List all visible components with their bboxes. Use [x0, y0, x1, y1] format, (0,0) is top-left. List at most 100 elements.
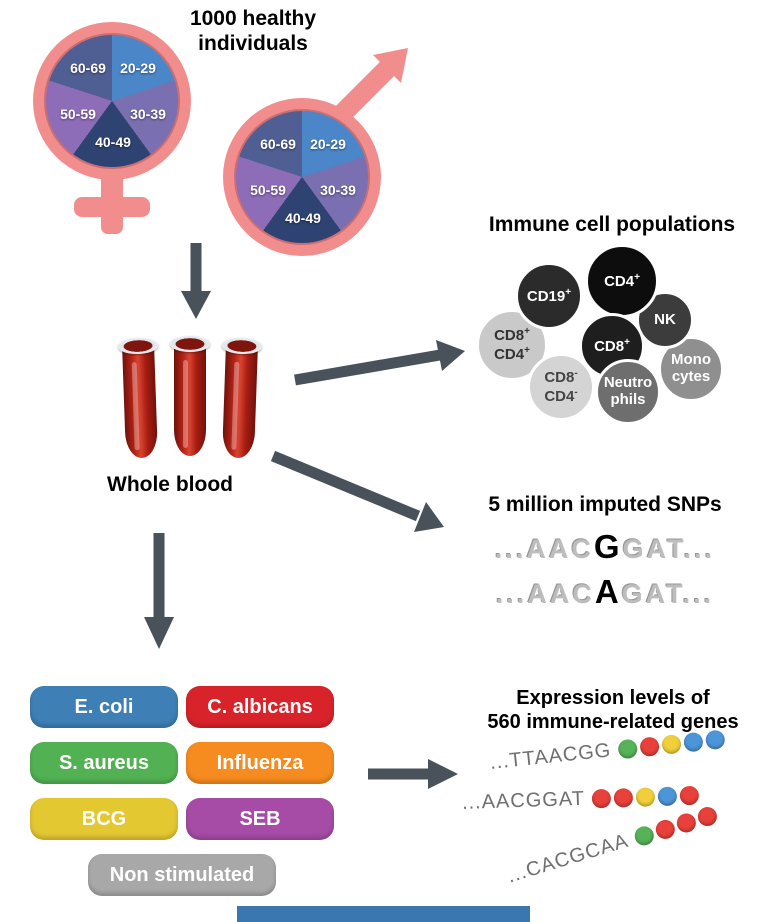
red-bead	[679, 785, 700, 806]
blood-tube-body	[222, 345, 258, 459]
cell-label-line: Mono	[671, 351, 711, 369]
age-slice-label: 20-29	[120, 60, 156, 76]
snp-allele: G	[593, 528, 623, 565]
cell-label-line: NK	[654, 310, 676, 328]
cell-label-line: CD4+	[604, 272, 640, 291]
cell-label-text: CD8	[494, 327, 525, 345]
cell-label-sup: +	[524, 345, 530, 356]
red-bead	[639, 736, 660, 758]
gene-sequence-text: ...CACGCAA	[504, 829, 632, 888]
cell-circle-cd4: CD4+	[585, 244, 659, 318]
snp-allele: A	[594, 573, 622, 610]
arrow-blood-to-snps	[270, 450, 444, 532]
cohort-title-line2: individuals	[198, 32, 308, 56]
expression-title-line1: Expression levels of	[516, 687, 710, 709]
female-symbol: 20-29 30-39 40-49 50-59 60-69	[33, 22, 191, 180]
female-age-pie-chart: 20-29 30-39 40-49 50-59 60-69	[44, 33, 180, 169]
age-slice-label: 20-29	[310, 136, 346, 152]
stimulus-ecoli: E. coli	[30, 686, 178, 728]
male-age-pie-chart: 20-29 30-39 40-49 50-59 60-69	[234, 109, 370, 245]
blood-tube	[170, 336, 210, 462]
cell-label-line: CD8-	[544, 368, 577, 387]
cell-circle-nk: NK	[636, 291, 694, 349]
age-slice-label: 60-69	[70, 60, 106, 76]
age-slice-label: 30-39	[130, 106, 166, 122]
cell-label-line: CD8+	[594, 337, 630, 356]
cell-circle-monocytes: Mono cytes	[658, 336, 724, 402]
snp-seq-post: GAT...	[621, 579, 715, 609]
blue-bead	[682, 731, 704, 753]
gene-sequence-text: ...TTAACGG	[488, 739, 613, 774]
arrow-blood-to-cells	[294, 340, 465, 386]
stimulus-saureus: S. aureus	[30, 742, 178, 784]
green-bead	[632, 824, 656, 848]
cell-label-sup: -	[574, 368, 578, 380]
stimulus-calbicans: C. albicans	[186, 686, 334, 728]
arrow-blood-to-stimuli	[144, 533, 174, 649]
gene-sequence-text: ...AACGGAT	[461, 787, 586, 814]
cohort-title-line1: 1000 healthy	[189, 7, 317, 30]
cell-label-line: CD19+	[527, 287, 571, 306]
bottom-blue-strip	[237, 906, 530, 922]
cell-label-text: CD8	[594, 337, 625, 355]
cell-label-line: phils	[610, 391, 646, 408]
snp-seq-pre: ...AAC	[495, 579, 595, 609]
male-symbol: 20-29 30-39 40-49 50-59 60-69	[223, 98, 381, 256]
snp-seq-pre: ...AAC	[494, 534, 594, 564]
age-slice-label: 40-49	[285, 210, 321, 226]
cell-label-text: CD8	[544, 369, 575, 387]
cell-label-sup: +	[634, 271, 640, 283]
tube-shine	[183, 360, 188, 448]
stimulus-seb: SEB	[186, 798, 334, 840]
age-slice-label: 50-59	[60, 106, 96, 122]
red-bead	[674, 811, 698, 835]
snps-title: 5 million imputed SNPs	[488, 493, 722, 516]
red-bead	[653, 817, 677, 842]
red-bead	[695, 804, 719, 829]
cell-circle-cd19: CD19+	[515, 262, 583, 330]
red-bead	[613, 788, 634, 808]
cell-label-line: CD8+	[494, 326, 530, 345]
cell-circle-neutrophils: Neutro phils	[595, 359, 661, 425]
snp-sequence-2: ...AACAGAT...	[450, 573, 760, 611]
arrow-cohort-to-blood	[181, 243, 211, 319]
red-bead	[591, 788, 612, 809]
blue-bead	[657, 786, 678, 807]
expression-title: Expression levels of 560 immune-related …	[455, 686, 771, 734]
cell-label-text: CD4	[494, 346, 525, 363]
age-slice-label: 50-59	[250, 182, 286, 198]
snp-sequence-1: ...AACGGAT...	[450, 528, 760, 566]
whole-blood-label: Whole blood	[107, 473, 233, 496]
expression-title-line2: 560 immune-related genes	[487, 711, 739, 733]
age-slice-label: 40-49	[95, 134, 131, 150]
cell-circle-cd8neg-cd4neg: CD8- CD4-	[527, 353, 595, 421]
blood-tube	[117, 337, 162, 464]
male-symbol-arrow	[332, 48, 408, 124]
cell-label-sup: +	[524, 326, 530, 338]
stimulus-nonstim: Non stimulated	[88, 854, 276, 896]
cell-label-sup: -	[574, 387, 578, 398]
blood-tube	[218, 337, 263, 464]
cohort-title: 1000 healthy individuals	[158, 6, 348, 56]
blue-bead	[704, 729, 726, 751]
snp-sequences: ...AACGGAT... ...AACAGAT...	[450, 528, 760, 618]
age-slice-label: 30-39	[320, 182, 356, 198]
cell-label-text: CD19	[526, 287, 566, 305]
gene-expression-beads	[589, 785, 700, 809]
gene-sequence-row-2: ...AACGGAT	[462, 784, 700, 815]
tube-shine	[131, 362, 140, 451]
cell-label-text: CD4	[604, 272, 635, 290]
cell-label-line: Neutro	[603, 374, 653, 392]
arrow-stimuli-to-expression	[368, 759, 458, 789]
stimulus-influenza: Influenza	[186, 742, 334, 784]
cell-label-sup: +	[624, 336, 630, 348]
yellow-bead	[635, 787, 656, 807]
age-slice-label: 60-69	[260, 136, 296, 152]
gene-expression-beads	[629, 804, 719, 849]
yellow-bead	[660, 733, 682, 755]
gene-sequence-row-1: ...TTAACGG	[489, 727, 726, 775]
stimulus-bcg: BCG	[30, 798, 178, 840]
blood-tube-body	[174, 344, 206, 456]
cell-label-line: cytes	[671, 368, 711, 385]
